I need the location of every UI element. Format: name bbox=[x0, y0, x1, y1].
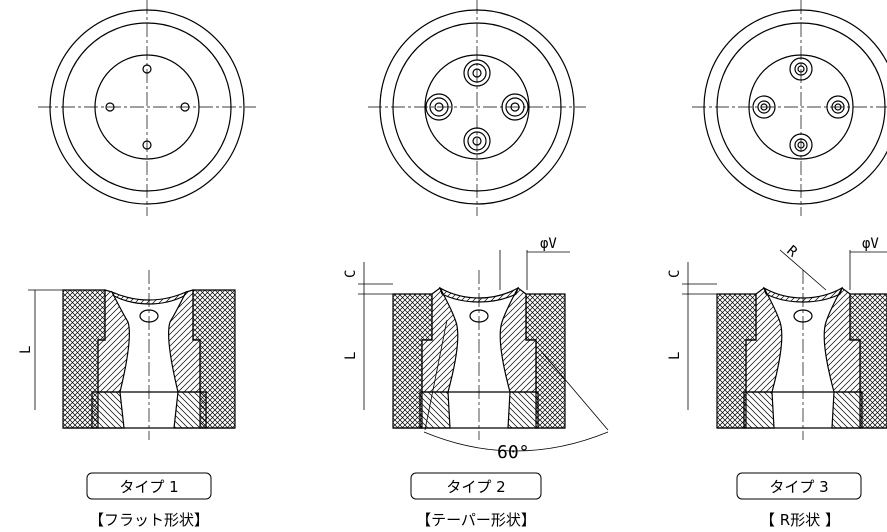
type-1-caption: 【フラット形状】 bbox=[89, 511, 209, 529]
type-2-badge bbox=[410, 472, 542, 500]
type-2-caption: 【テーパー形状】 bbox=[416, 511, 536, 529]
dim-c-label-type-3: C bbox=[667, 270, 683, 278]
type-1-label: タイプ 1 【フラット形状】 bbox=[86, 472, 212, 529]
type-1-badge-text: タイプ 1 bbox=[119, 478, 178, 496]
dims-type-3 bbox=[682, 249, 887, 410]
dim-c-label-type-2: C bbox=[343, 270, 359, 278]
dim-l-label-type-3: L bbox=[667, 352, 683, 360]
section-view-type-1 bbox=[62, 270, 236, 440]
dim-l-type-1 bbox=[28, 289, 63, 410]
dim-angle-label: 60° bbox=[497, 442, 530, 463]
type-3-badge-text: タイプ 3 bbox=[769, 478, 828, 496]
section-view-type-3 bbox=[716, 270, 887, 440]
top-view-type-1 bbox=[38, 0, 256, 216]
dim-r-label: R bbox=[783, 243, 800, 261]
section-view-type-2 bbox=[392, 270, 566, 440]
type-3-badge bbox=[736, 472, 862, 500]
type-1-badge bbox=[86, 472, 212, 500]
dim-l-label-type-2: L bbox=[343, 352, 359, 360]
type-2-badge-text: タイプ 2 bbox=[446, 478, 505, 496]
dim-v-label-type-3: φV bbox=[862, 236, 879, 252]
type-2-label: タイプ 2 【テーパー形状】 bbox=[410, 472, 542, 529]
type-3-label: タイプ 3 【 R形状 】 bbox=[736, 472, 862, 529]
dim-l-label-type-1: L bbox=[18, 346, 34, 354]
type-3-caption: 【 R形状 】 bbox=[760, 511, 840, 529]
dims-type-2 bbox=[358, 250, 609, 452]
dim-v-label-type-2: φV bbox=[540, 236, 557, 252]
top-view-type-2 bbox=[368, 0, 586, 216]
top-view-type-3 bbox=[692, 0, 887, 216]
